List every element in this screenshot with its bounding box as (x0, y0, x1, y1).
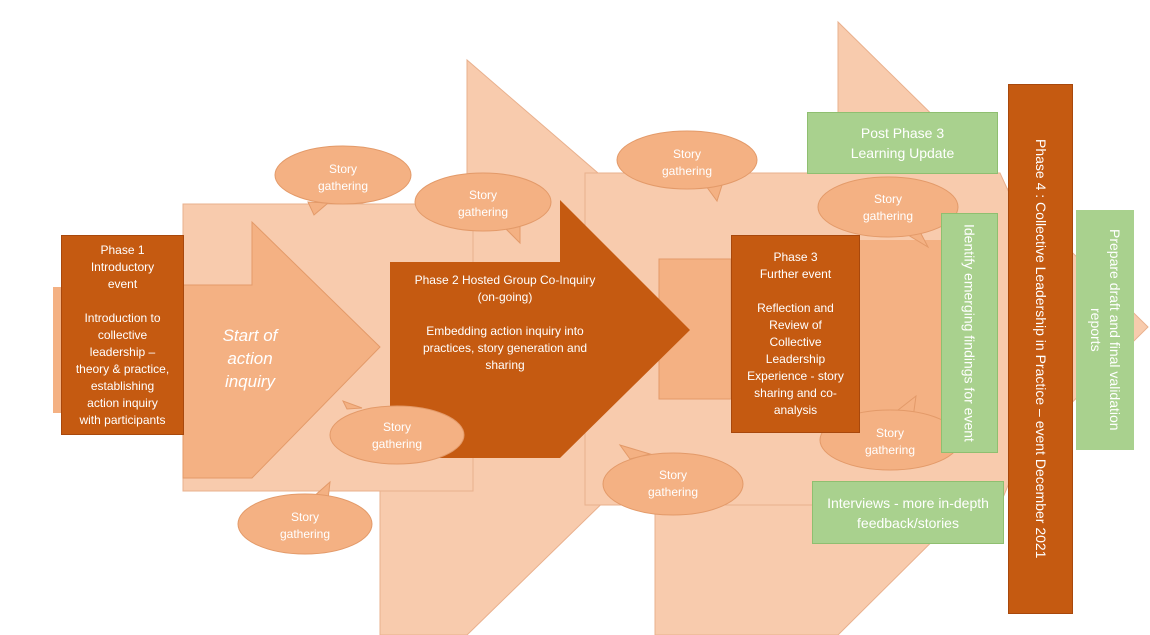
post-phase3-line: Post Phase 3 (860, 125, 945, 141)
phase1-body-line: Introduction to (84, 310, 161, 325)
story-label-line: gathering (862, 209, 914, 223)
identify-findings-box: Identify emerging findings for event (941, 213, 998, 453)
story-bubble-5 (341, 400, 363, 410)
story-label-line: Story (672, 147, 701, 161)
phase1-title-line: event (107, 276, 138, 291)
post-phase3-box: Post Phase 3 Learning Update (807, 112, 998, 174)
phase2-title-line: (on-going) (477, 290, 533, 304)
phase3-body-line: Leadership (765, 352, 826, 366)
story-label-line: Story (658, 468, 687, 482)
interviews-text: Interviews - more in-depth feedback/stor… (827, 494, 989, 531)
phase4-text: Phase 4 : Collective Leadership in Pract… (1033, 139, 1049, 559)
phase3-backing-rect (658, 258, 732, 400)
phase2-body-line: sharing (485, 358, 525, 372)
story-bubble-1 (274, 145, 412, 205)
phase1-body-line: theory & practice, (75, 361, 170, 376)
phase3-title-line: Further event (759, 267, 832, 281)
story-bubble-label-6: Story gathering (255, 509, 355, 543)
story-bubble-label-2: Story gathering (433, 187, 533, 221)
story-label-line: Story (468, 188, 497, 202)
interviews-box: Interviews - more in-depth feedback/stor… (812, 481, 1004, 544)
story-label-line: gathering (457, 205, 509, 219)
story-bubble-label-5: Story gathering (347, 419, 447, 453)
story-bubble-7 (602, 452, 744, 516)
story-label-line: Story (328, 162, 357, 176)
story-bubble-6 (237, 493, 373, 555)
arrow-phase2-dark (390, 200, 690, 458)
story-bubble-label-8: Story gathering (840, 425, 940, 459)
phase2-title-line: Phase 2 Hosted Group Co-Inquiry (414, 273, 596, 287)
story-bubble-label-1: Story gathering (293, 161, 393, 195)
identify-findings-text: Identify emerging findings for event (961, 224, 978, 442)
start-label-line: action (227, 348, 273, 368)
phase3-body-line: sharing and co- (754, 386, 837, 400)
start-action-inquiry-label: Start of action inquiry (196, 318, 304, 398)
story-label-line: Story (875, 426, 904, 440)
phase2-body-line: Embedding action inquiry into (426, 324, 584, 338)
phase1-body-line: action inquiry (87, 395, 158, 410)
phase1-body-line: with participants (79, 412, 166, 427)
story-bubble-label-3: Story gathering (637, 146, 737, 180)
story-bubble-3 (616, 130, 758, 190)
phase3-body-line: Experience - story (747, 369, 844, 383)
story-bubble-4 (817, 176, 959, 238)
phase3-body-line: analysis (773, 403, 818, 417)
phase1-title-line: Introductory (90, 259, 155, 274)
story-label-line: gathering (661, 164, 713, 178)
story-label-line: Story (290, 510, 319, 524)
phase1-body-line: establishing (90, 378, 155, 393)
start-label-line: Start of (222, 325, 278, 345)
phase3-body-line: Collective (769, 335, 822, 349)
story-bubble-label-7: Story gathering (623, 467, 723, 501)
arrow-start-inquiry (182, 220, 381, 479)
phase1-body-line: leadership – (89, 344, 156, 359)
post-phase3-line: Learning Update (850, 145, 955, 161)
phase3-body-line: Reflection and (757, 301, 834, 315)
phase1-body-line: collective (97, 327, 148, 342)
phase4-box: Phase 4 : Collective Leadership in Pract… (1008, 84, 1073, 614)
story-label-line: gathering (864, 443, 916, 457)
phase1-box: Phase 1 Introductory event Introduction … (61, 235, 184, 435)
phase3-title-line: Phase 3 (773, 250, 818, 264)
validation-box: Prepare draft and final validation repor… (1076, 210, 1134, 450)
story-label-line: gathering (371, 437, 423, 451)
phase3-side-rect (859, 240, 941, 430)
story-label-line: Story (382, 420, 411, 434)
start-label-line: inquiry (224, 371, 276, 391)
phase3-body-line: Review of (769, 318, 822, 332)
story-bubble-label-4: Story gathering (838, 191, 938, 225)
phase2-body-line: practices, story generation and (422, 341, 588, 355)
story-label-line: gathering (279, 527, 331, 541)
story-bubble-5 (329, 405, 465, 465)
story-label-line: gathering (647, 485, 699, 499)
phase3-box: Phase 3 Further event Reflection and Rev… (731, 235, 860, 433)
story-label-line: gathering (317, 179, 369, 193)
phase1-title-line: Phase 1 (100, 242, 145, 257)
phase2-text: Phase 2 Hosted Group Co-Inquiry (on-goin… (400, 272, 610, 382)
story-label-line: Story (873, 192, 902, 206)
story-bubble-2 (414, 172, 552, 232)
validation-text: Prepare draft and final validation repor… (1088, 229, 1123, 431)
